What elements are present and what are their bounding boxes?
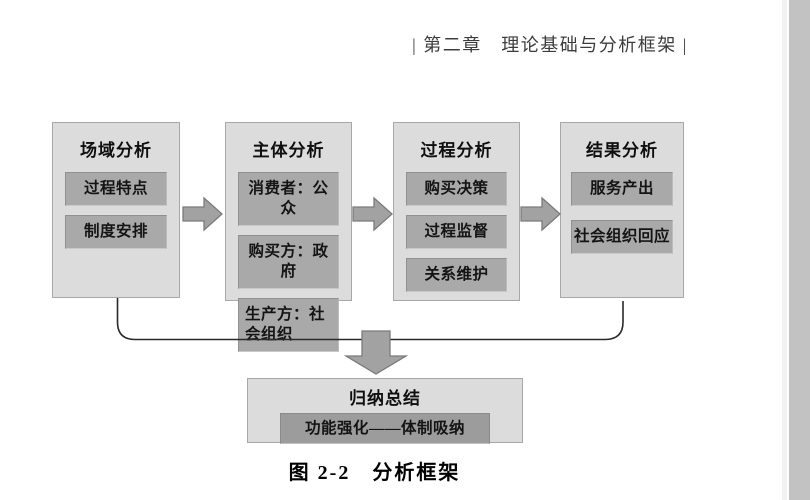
summary-box: 归纳总结 功能强化——体制吸纳 (247, 378, 523, 444)
summary-item: 功能强化——体制吸纳 (280, 413, 490, 444)
panel-item: 过程特点 (65, 172, 167, 206)
merge-connector-line (116, 298, 624, 341)
right-arrow-icon (182, 196, 223, 232)
panel-item: 关系维护 (406, 258, 507, 292)
panel-title: 结果分析 (586, 141, 658, 160)
page-edge-line (782, 0, 787, 500)
panel-item: 服务产出 (571, 172, 673, 206)
panel-item: 过程监督 (406, 215, 507, 249)
chapter-header: | 第二章 理论基础与分析框架 | (412, 35, 688, 55)
right-arrow-icon (352, 196, 393, 232)
panel-field-analysis: 场域分析 过程特点 制度安排 (52, 122, 180, 298)
panel-subject-analysis: 主体分析 消费者：公众 购买方：政府 生产方：社会组织 (225, 122, 352, 352)
right-arrow-icon (520, 196, 561, 232)
down-arrow-icon (343, 330, 409, 375)
page-gutter-strip (789, 0, 810, 500)
panel-result-analysis: 结果分析 服务产出 社会组织回应 (560, 122, 684, 298)
figure-caption: 图 2-2 分析框架 (288, 462, 461, 484)
panel-item: 购买方：政府 (238, 235, 339, 289)
summary-title: 归纳总结 (349, 389, 421, 408)
panel-item: 消费者：公众 (238, 172, 339, 226)
panel-process-analysis: 过程分析 购买决策 过程监督 关系维护 (393, 122, 520, 301)
panel-title: 场域分析 (80, 141, 152, 160)
panel-item: 购买决策 (406, 172, 507, 206)
panel-item: 社会组织回应 (571, 220, 673, 254)
panel-title: 主体分析 (252, 141, 325, 160)
panel-item: 生产方：社会组织 (238, 298, 339, 352)
panel-title: 过程分析 (420, 141, 493, 160)
panel-item: 制度安排 (65, 215, 167, 249)
